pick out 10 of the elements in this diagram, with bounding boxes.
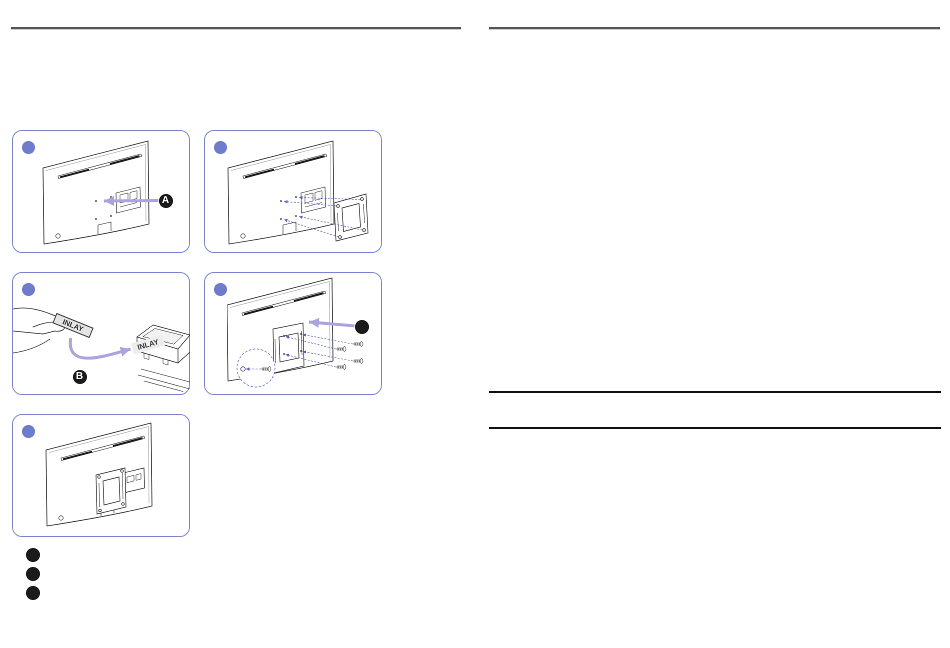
arrow — [308, 318, 355, 328]
callout-label: B — [72, 370, 86, 384]
callout-label: A — [158, 194, 172, 208]
illustration-panel — [12, 414, 190, 537]
illustration-panel — [12, 272, 190, 395]
illustration-panel — [204, 130, 382, 253]
arrow — [104, 196, 159, 206]
illustration-panel — [12, 130, 190, 253]
illustration-panel — [204, 272, 382, 395]
arrow — [68, 338, 131, 360]
